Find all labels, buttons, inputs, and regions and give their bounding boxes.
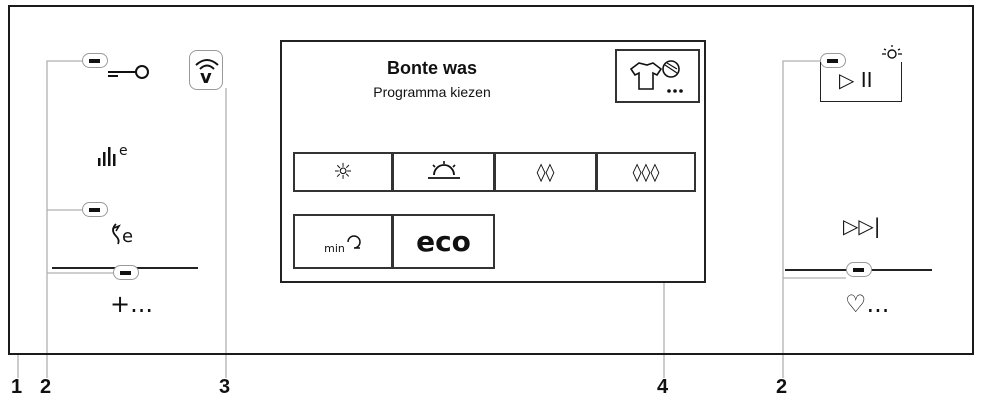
eco-label: eco [416,225,471,258]
indicator-favorite [846,262,872,277]
more-options-icon[interactable]: +... [110,290,153,318]
callout-2-left: 2 [40,376,52,398]
eco-rinse-icon[interactable]: e [108,218,148,246]
spin-speed-icon[interactable]: e [96,142,142,168]
wifi-button[interactable]: v [189,50,223,90]
callout-2-right: 2 [776,376,788,398]
temp-warm-button[interactable] [392,152,495,192]
wifi-v-label: v [200,67,212,88]
indicator-options [113,265,139,280]
program-subtitle: Programma kiezen [373,84,491,100]
three-drops-icon: ◊◊◊ [632,161,660,183]
display-screen: Bonte was Programma kiezen ☼ ◊◊ ◊◊◊ min [280,40,706,283]
program-title: Bonte was [386,58,478,78]
indicator-start [820,53,846,68]
eco-button[interactable]: eco [392,214,495,269]
two-drops-button[interactable]: ◊◊ [494,152,597,192]
three-drops-button[interactable]: ◊◊◊ [596,152,696,192]
indicator-eco [82,202,108,217]
time-button[interactable]: min [293,214,393,269]
play-pause-icon: ▷ II [839,68,873,92]
min-label: min [324,242,345,255]
svg-text:e: e [119,143,128,159]
two-drops-icon: ◊◊ [536,161,555,183]
key-lock-icon[interactable] [98,62,152,82]
wifi-icon [195,59,219,70]
sunrise-icon [427,161,460,179]
sun-icon: ☼ [333,159,353,185]
svg-text:e: e [122,226,133,246]
timer-icon [347,234,361,249]
callout-1: 1 [11,376,23,398]
temp-cold-button[interactable]: ☼ [293,152,393,192]
clothes-icon [629,60,683,93]
indicator-childlock [82,53,108,68]
program-select-button[interactable] [615,49,700,103]
control-panel [8,5,974,355]
skip-icon[interactable]: ▷▷| [843,214,881,238]
light-indicator-icon [882,45,902,59]
callout-3: 3 [219,376,231,398]
start-pause-button[interactable]: ▷ II [820,62,902,102]
callout-4: 4 [657,376,669,398]
favorite-icon[interactable]: ♡... [845,290,890,318]
